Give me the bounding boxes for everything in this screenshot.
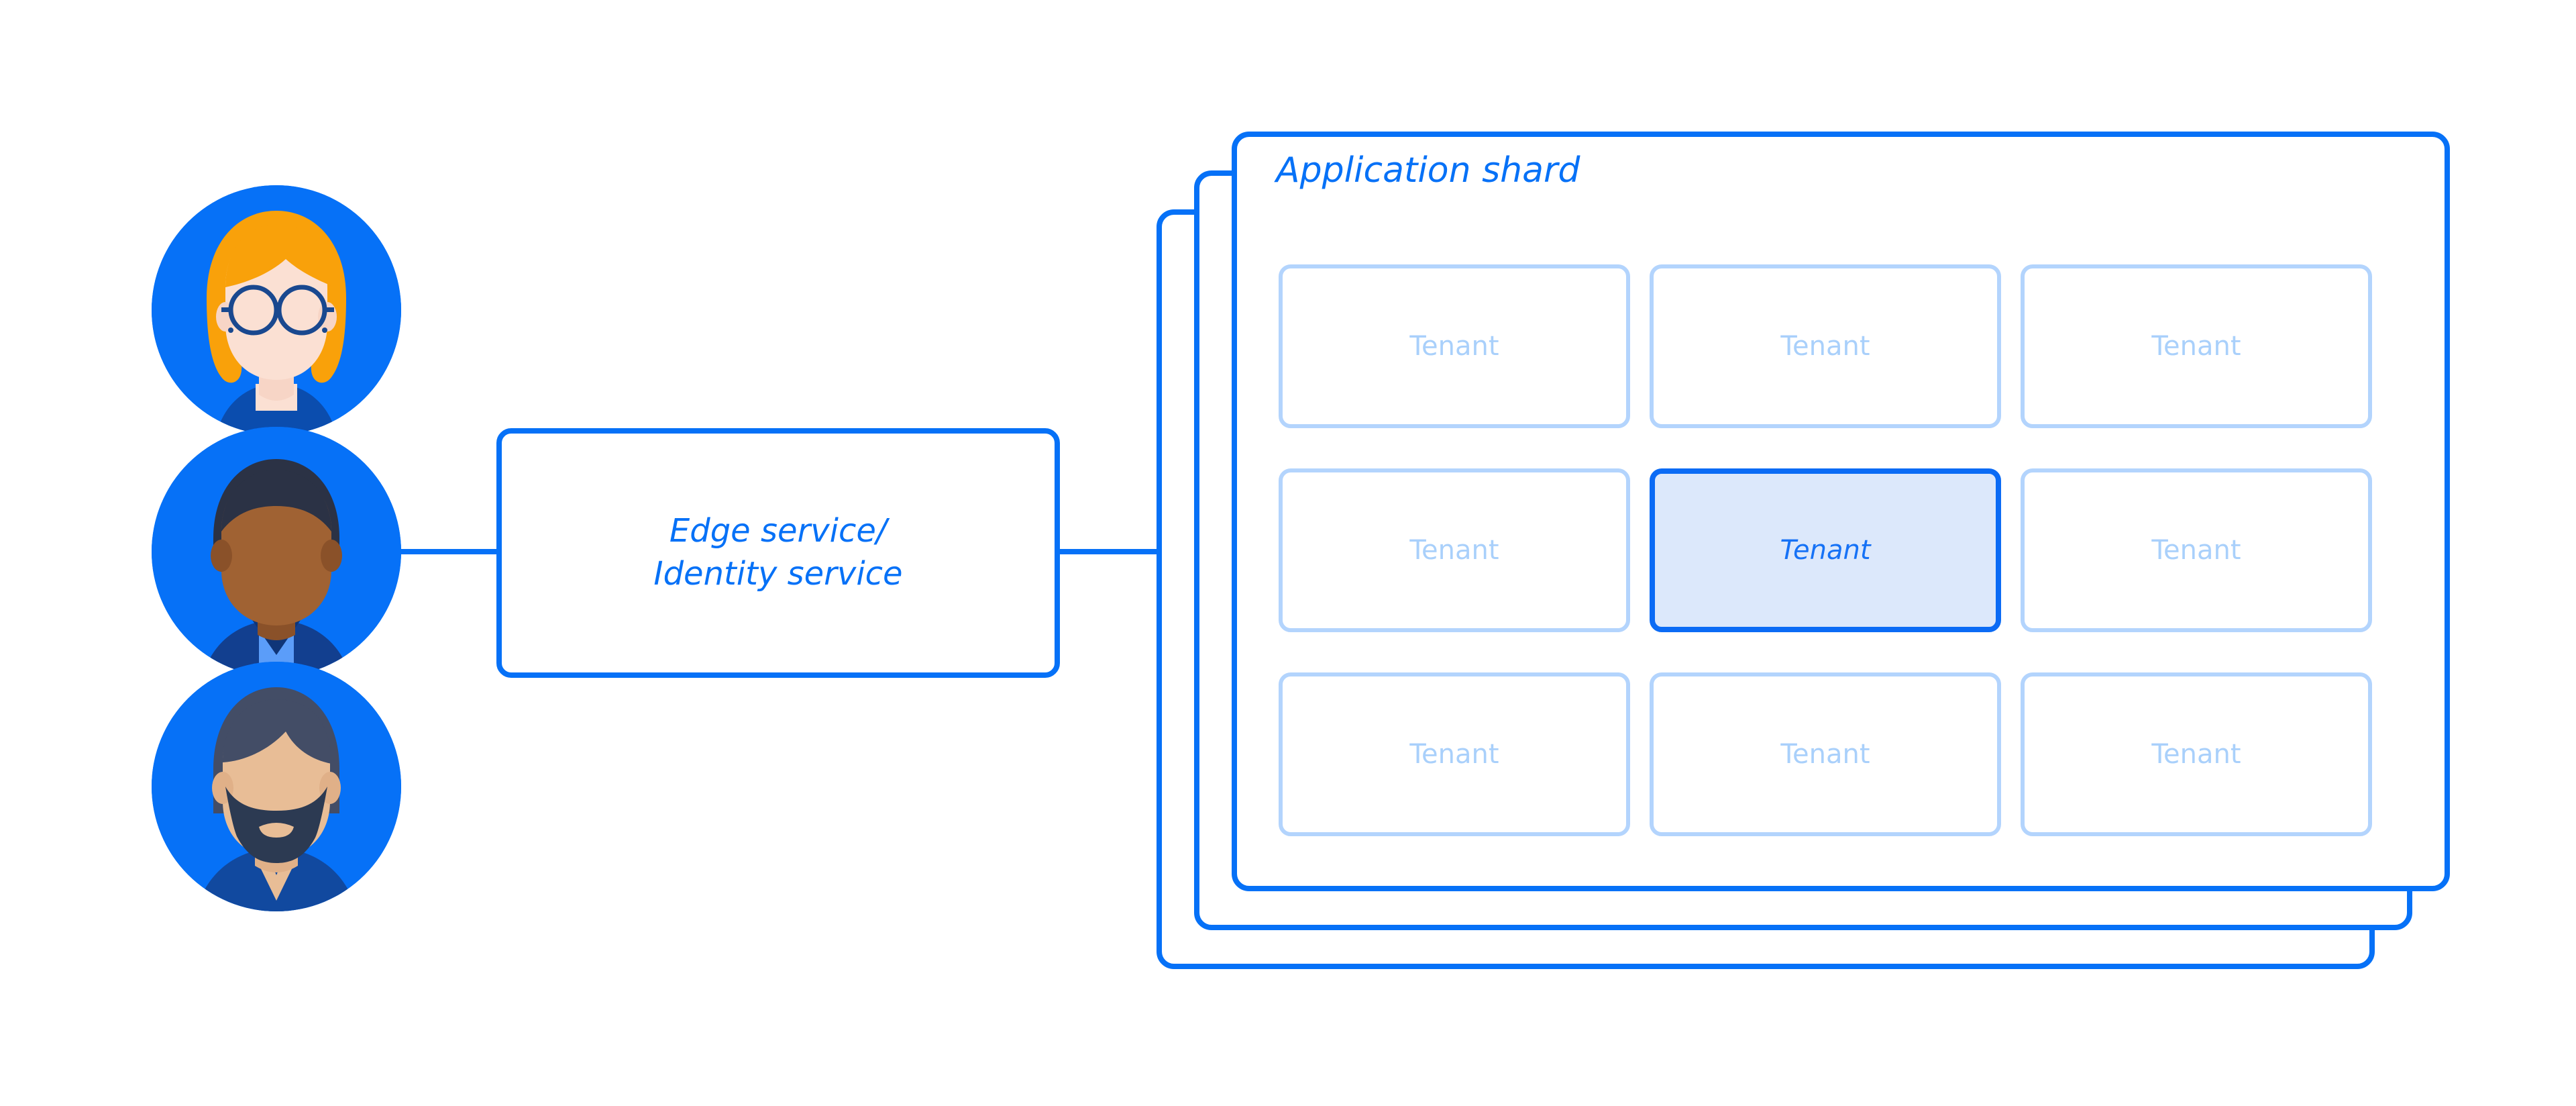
tenant-cell[interactable]: Tenant — [1279, 672, 1630, 836]
connector-edge-service-to-shard — [1057, 549, 1159, 554]
application-shard-title: Application shard — [1276, 150, 1580, 191]
tenant-label: Tenant — [1780, 535, 1871, 566]
tenant-label: Tenant — [2151, 535, 2241, 566]
avatar-man-short-hair-icon — [152, 427, 401, 676]
tenant-label: Tenant — [1780, 331, 1870, 362]
tenant-cell[interactable]: Tenant — [2021, 672, 2372, 836]
user-avatar-man-short-hair — [152, 427, 401, 676]
edge-service-box[interactable]: Edge service/ Identity service — [496, 428, 1060, 678]
tenant-label: Tenant — [2151, 739, 2241, 770]
edge-service-label: Edge service/ Identity service — [653, 512, 903, 593]
tenant-cell[interactable]: Tenant — [1279, 468, 1630, 632]
tenant-label: Tenant — [1409, 739, 1499, 770]
tenant-cell[interactable]: Tenant — [2021, 468, 2372, 632]
avatar-woman-glasses-icon — [152, 185, 401, 435]
tenant-cell[interactable]: Tenant — [1279, 264, 1630, 428]
tenant-label: Tenant — [1409, 331, 1499, 362]
user-avatar-woman-glasses — [152, 185, 401, 435]
tenant-grid: Tenant Tenant Tenant Tenant Tenant Tenan… — [1279, 264, 2407, 836]
tenant-label: Tenant — [1409, 535, 1499, 566]
tenant-cell[interactable]: Tenant — [1650, 264, 2001, 428]
tenant-cell-active[interactable]: Tenant — [1650, 468, 2001, 632]
connector-users-to-edge-service — [400, 549, 500, 554]
tenant-cell[interactable]: Tenant — [1650, 672, 2001, 836]
avatar-man-beard-icon — [152, 662, 401, 911]
tenant-label: Tenant — [1780, 739, 1870, 770]
tenant-label: Tenant — [2151, 331, 2241, 362]
user-avatar-man-beard — [152, 662, 401, 911]
tenant-cell[interactable]: Tenant — [2021, 264, 2372, 428]
